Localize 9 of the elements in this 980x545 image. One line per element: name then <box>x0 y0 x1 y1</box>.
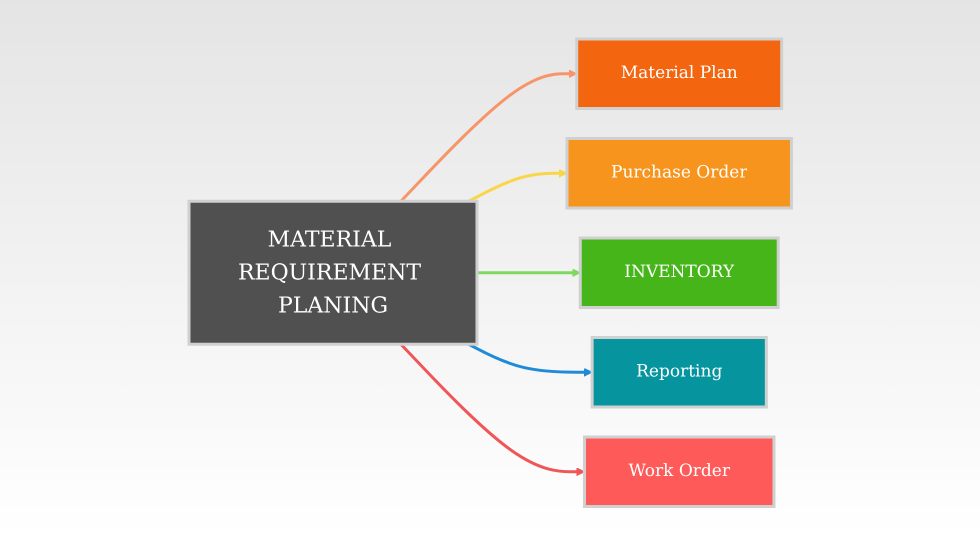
node-box: Reporting <box>590 336 768 408</box>
arrow <box>400 69 577 202</box>
node-box: MATERIAL REQUIREMENT PLANING <box>187 200 478 346</box>
node-box: Work Order <box>582 435 776 508</box>
node-box: INVENTORY <box>578 236 780 309</box>
arrow <box>476 268 580 277</box>
node-box: Purchase Order <box>565 136 793 210</box>
arrow <box>468 168 568 202</box>
node-box: Material Plan <box>575 37 783 110</box>
